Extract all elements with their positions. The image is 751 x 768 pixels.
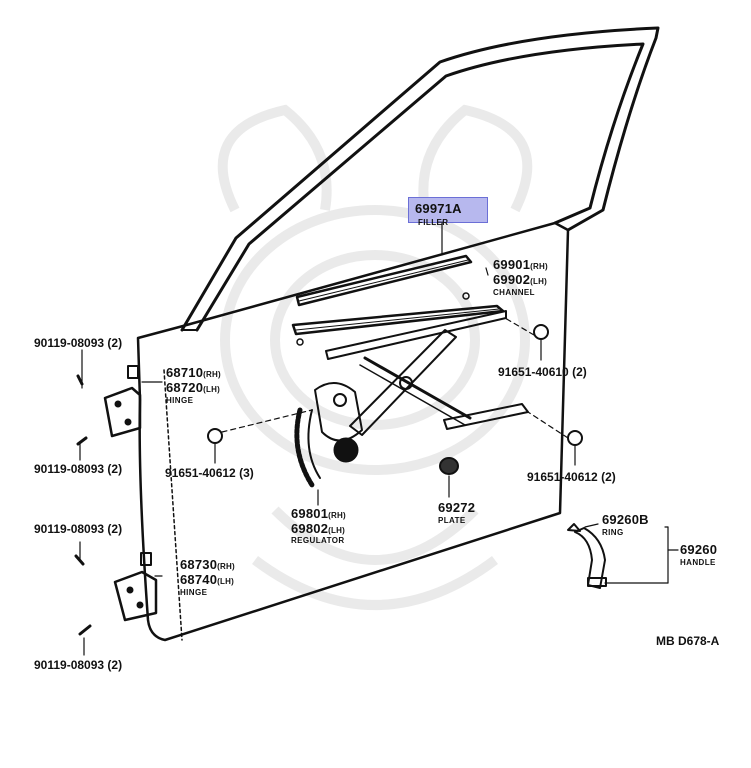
bolt-symbol-mid-left [207,428,223,444]
regulator-rail-top [325,310,507,360]
lower-hinge-lh-number[interactable]: 68740(LH) [180,572,234,587]
lower-hinge-rh-number[interactable]: 68730(RH) [180,557,235,572]
bolt-symbol-mid-right [567,430,583,446]
lower-hinge [113,552,158,622]
channel-lh-number[interactable]: 69902(LH) [493,272,547,287]
plate-part-name: PLATE [438,516,466,525]
regulator-arm-a [349,329,457,436]
handle-part-name: HANDLE [680,558,716,567]
bolt-top-right-label[interactable]: 91651-40610 (2) [498,365,587,379]
regulator-part-name: REGULATOR [291,536,345,545]
upper-hinge-lh-number[interactable]: 68720(LH) [166,380,220,395]
hinge-bolt-label-1[interactable]: 90119-08093 (2) [34,336,123,350]
bolt-mid-left-label[interactable]: 91651-40612 (3) [165,466,254,480]
upper-hinge-part-name: HINGE [166,396,194,405]
watermark-emblem [217,104,533,610]
window-handle [567,523,607,589]
bolt-symbol-top-right [533,324,549,340]
plate-shape [439,457,459,475]
door-frame-inner [195,42,645,332]
upper-hinge [103,365,142,438]
door-frame-outer [180,26,660,332]
handle-part-number[interactable]: 69260 [680,542,718,557]
channel-rh-number[interactable]: 69901(RH) [493,257,548,272]
lower-hinge-part-name: HINGE [180,588,208,597]
door-body [136,221,570,642]
hinge-bolt-label-4[interactable]: 90119-08093 (2) [34,658,123,672]
diagram-code: MB D678-A [656,634,720,648]
regulator-rh-number[interactable]: 69801(RH) [291,506,346,521]
regulator-motor [294,382,363,488]
upper-hinge-rh-number[interactable]: 68710(RH) [166,365,221,380]
highlight-box [408,197,488,223]
filler-part-number[interactable]: 69971A [415,201,462,216]
hinge-bolt-label-2[interactable]: 90119-08093 (2) [34,462,123,476]
hinge-bolt-label-3[interactable]: 90119-08093 (2) [34,522,123,536]
regulator-lh-number[interactable]: 69802(LH) [291,521,345,536]
hinge-bolt-2 [76,436,88,446]
ring-part-name: RING [602,528,624,537]
ring-part-number[interactable]: 69260B [602,512,649,527]
plate-part-number[interactable]: 69272 [438,500,476,515]
filler-part-name: FILLER [418,218,449,227]
filler-strip [295,254,473,307]
regulator-rail-bottom [443,403,529,430]
hinge-bolt-1 [76,374,84,386]
hinge-bolt-4 [78,624,92,636]
regulator-arm-b [363,356,472,420]
channel-part-name: CHANNEL [493,288,535,297]
bolt-mid-right-label[interactable]: 91651-40612 (2) [527,470,616,484]
